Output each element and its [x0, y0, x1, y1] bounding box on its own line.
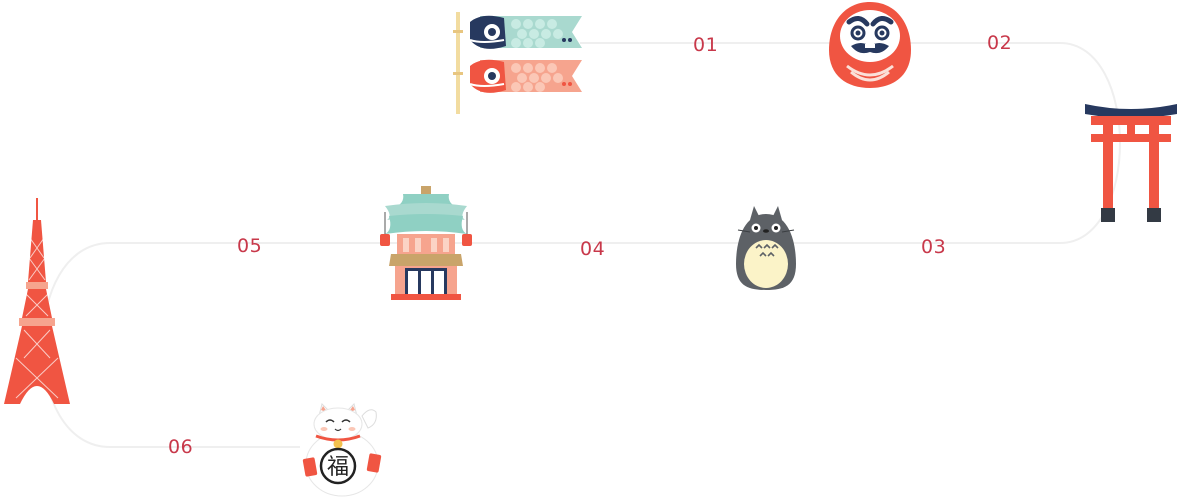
- step-label-04: 04: [580, 238, 606, 260]
- step-label-01: 01: [693, 34, 719, 56]
- torii-gate-icon: [1085, 104, 1177, 222]
- step-label-03: 03: [921, 236, 947, 258]
- step-label-02: 02: [987, 32, 1013, 54]
- fuku-character: 福: [327, 455, 349, 480]
- step-label-06: 06: [168, 436, 194, 458]
- totoro-icon: [736, 206, 796, 290]
- japanese-temple-icon: [380, 186, 472, 300]
- koinobori-carp-streamer-icon: [453, 12, 582, 114]
- step-label-05: 05: [237, 235, 263, 257]
- maneki-neko-lucky-cat-icon: 福: [302, 403, 382, 497]
- route-line: [41, 42, 1121, 448]
- tokyo-tower-icon: [4, 198, 70, 404]
- daruma-doll-icon: [829, 2, 911, 88]
